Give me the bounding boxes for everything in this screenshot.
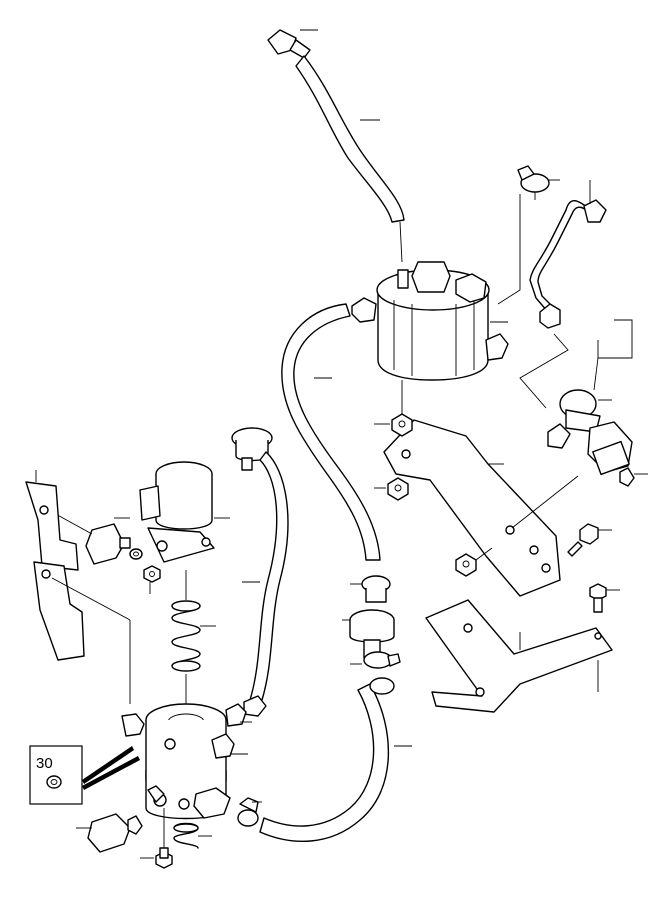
filter-bracket[interactable] [383,419,579,597]
callout-number: 30 [36,755,53,772]
solenoid-valve[interactable] [547,389,648,487]
air-hose-left[interactable] [231,427,289,717]
fuel-filter-canister[interactable] [351,261,509,414]
nut-upper[interactable] [374,413,413,437]
small-nut[interactable] [143,565,161,594]
temperature-sender[interactable] [76,813,143,853]
bolt-right-lower[interactable] [589,583,620,613]
o-ring-icon [46,775,62,789]
hose-clamp-upper[interactable] [497,165,560,305]
lower-spring[interactable] [173,822,212,849]
hose-clamp-lower[interactable] [237,797,262,827]
lower-return-hose[interactable] [259,677,412,842]
valve-body-manifold[interactable] [121,703,252,820]
callout-box-30: 30 [29,745,140,805]
hose-clamp-mid[interactable] [350,651,401,669]
nut-lower[interactable] [374,477,409,501]
nut-bracket[interactable] [455,547,493,577]
heat-shield-plate[interactable] [425,599,613,713]
left-bracket-lower[interactable] [33,561,131,704]
upper-vent-hose[interactable] [267,29,405,263]
compression-spring[interactable] [171,570,216,708]
bolt-right-upper[interactable] [567,523,612,557]
left-bracket-upper[interactable] [25,470,79,571]
metal-fuel-line[interactable] [519,180,607,409]
sealing-washer[interactable] [129,548,143,560]
inline-filter[interactable] [342,575,395,659]
lower-bolt[interactable] [140,808,173,869]
center-hose[interactable] [281,303,381,561]
reference-bracket [593,319,633,391]
knock-sensor[interactable] [51,511,131,565]
air-pump-actuator[interactable] [139,461,230,563]
